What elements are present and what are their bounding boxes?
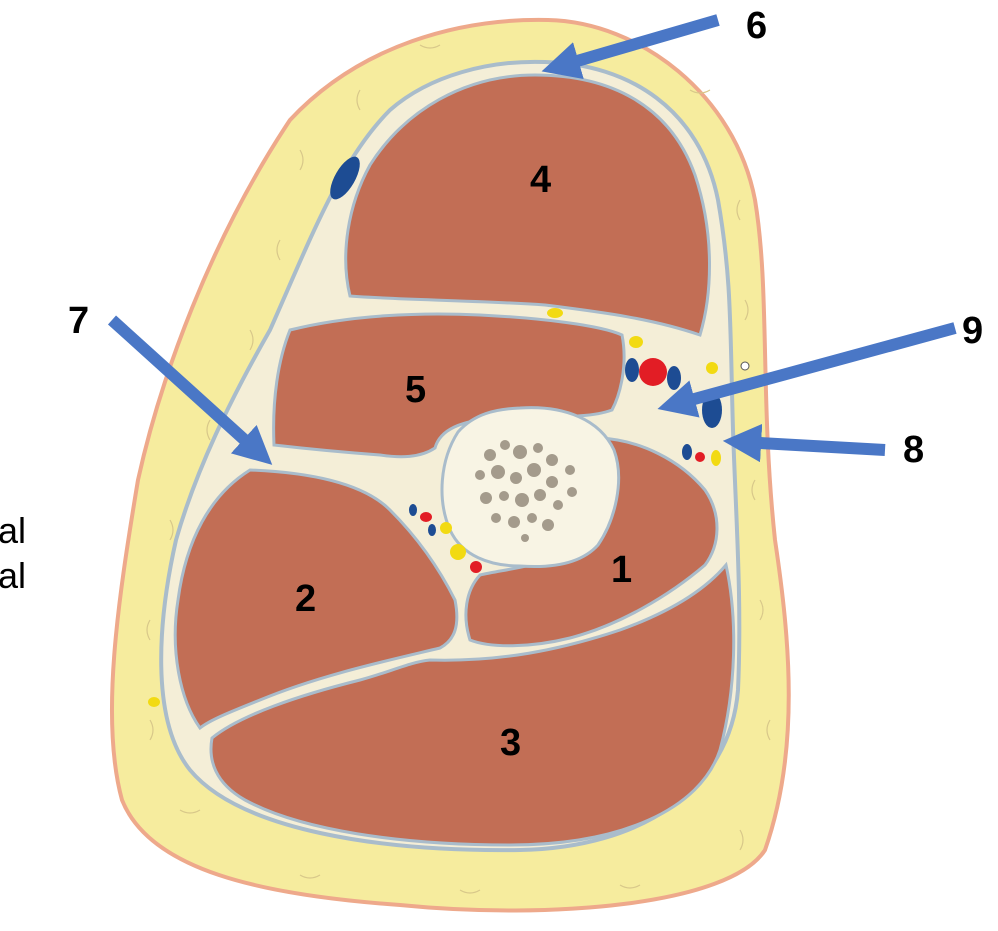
label-arrow-6: 6 — [746, 5, 767, 47]
label-muscle-5: 5 — [405, 369, 426, 411]
label-muscle-1: 1 — [611, 549, 632, 591]
label-arrow-9: 9 — [962, 310, 983, 352]
label-muscle-2: 2 — [295, 578, 316, 620]
label-arrow-7: 7 — [68, 300, 89, 342]
label-muscle-3: 3 — [500, 722, 521, 764]
arrow-8-icon — [742, 442, 885, 450]
femur-bone — [442, 408, 619, 567]
label-muscle-4: 4 — [530, 159, 551, 201]
side-text-line-2: al — [0, 555, 26, 596]
label-arrow-8: 8 — [903, 429, 924, 471]
side-text-line-1: al — [0, 510, 26, 551]
